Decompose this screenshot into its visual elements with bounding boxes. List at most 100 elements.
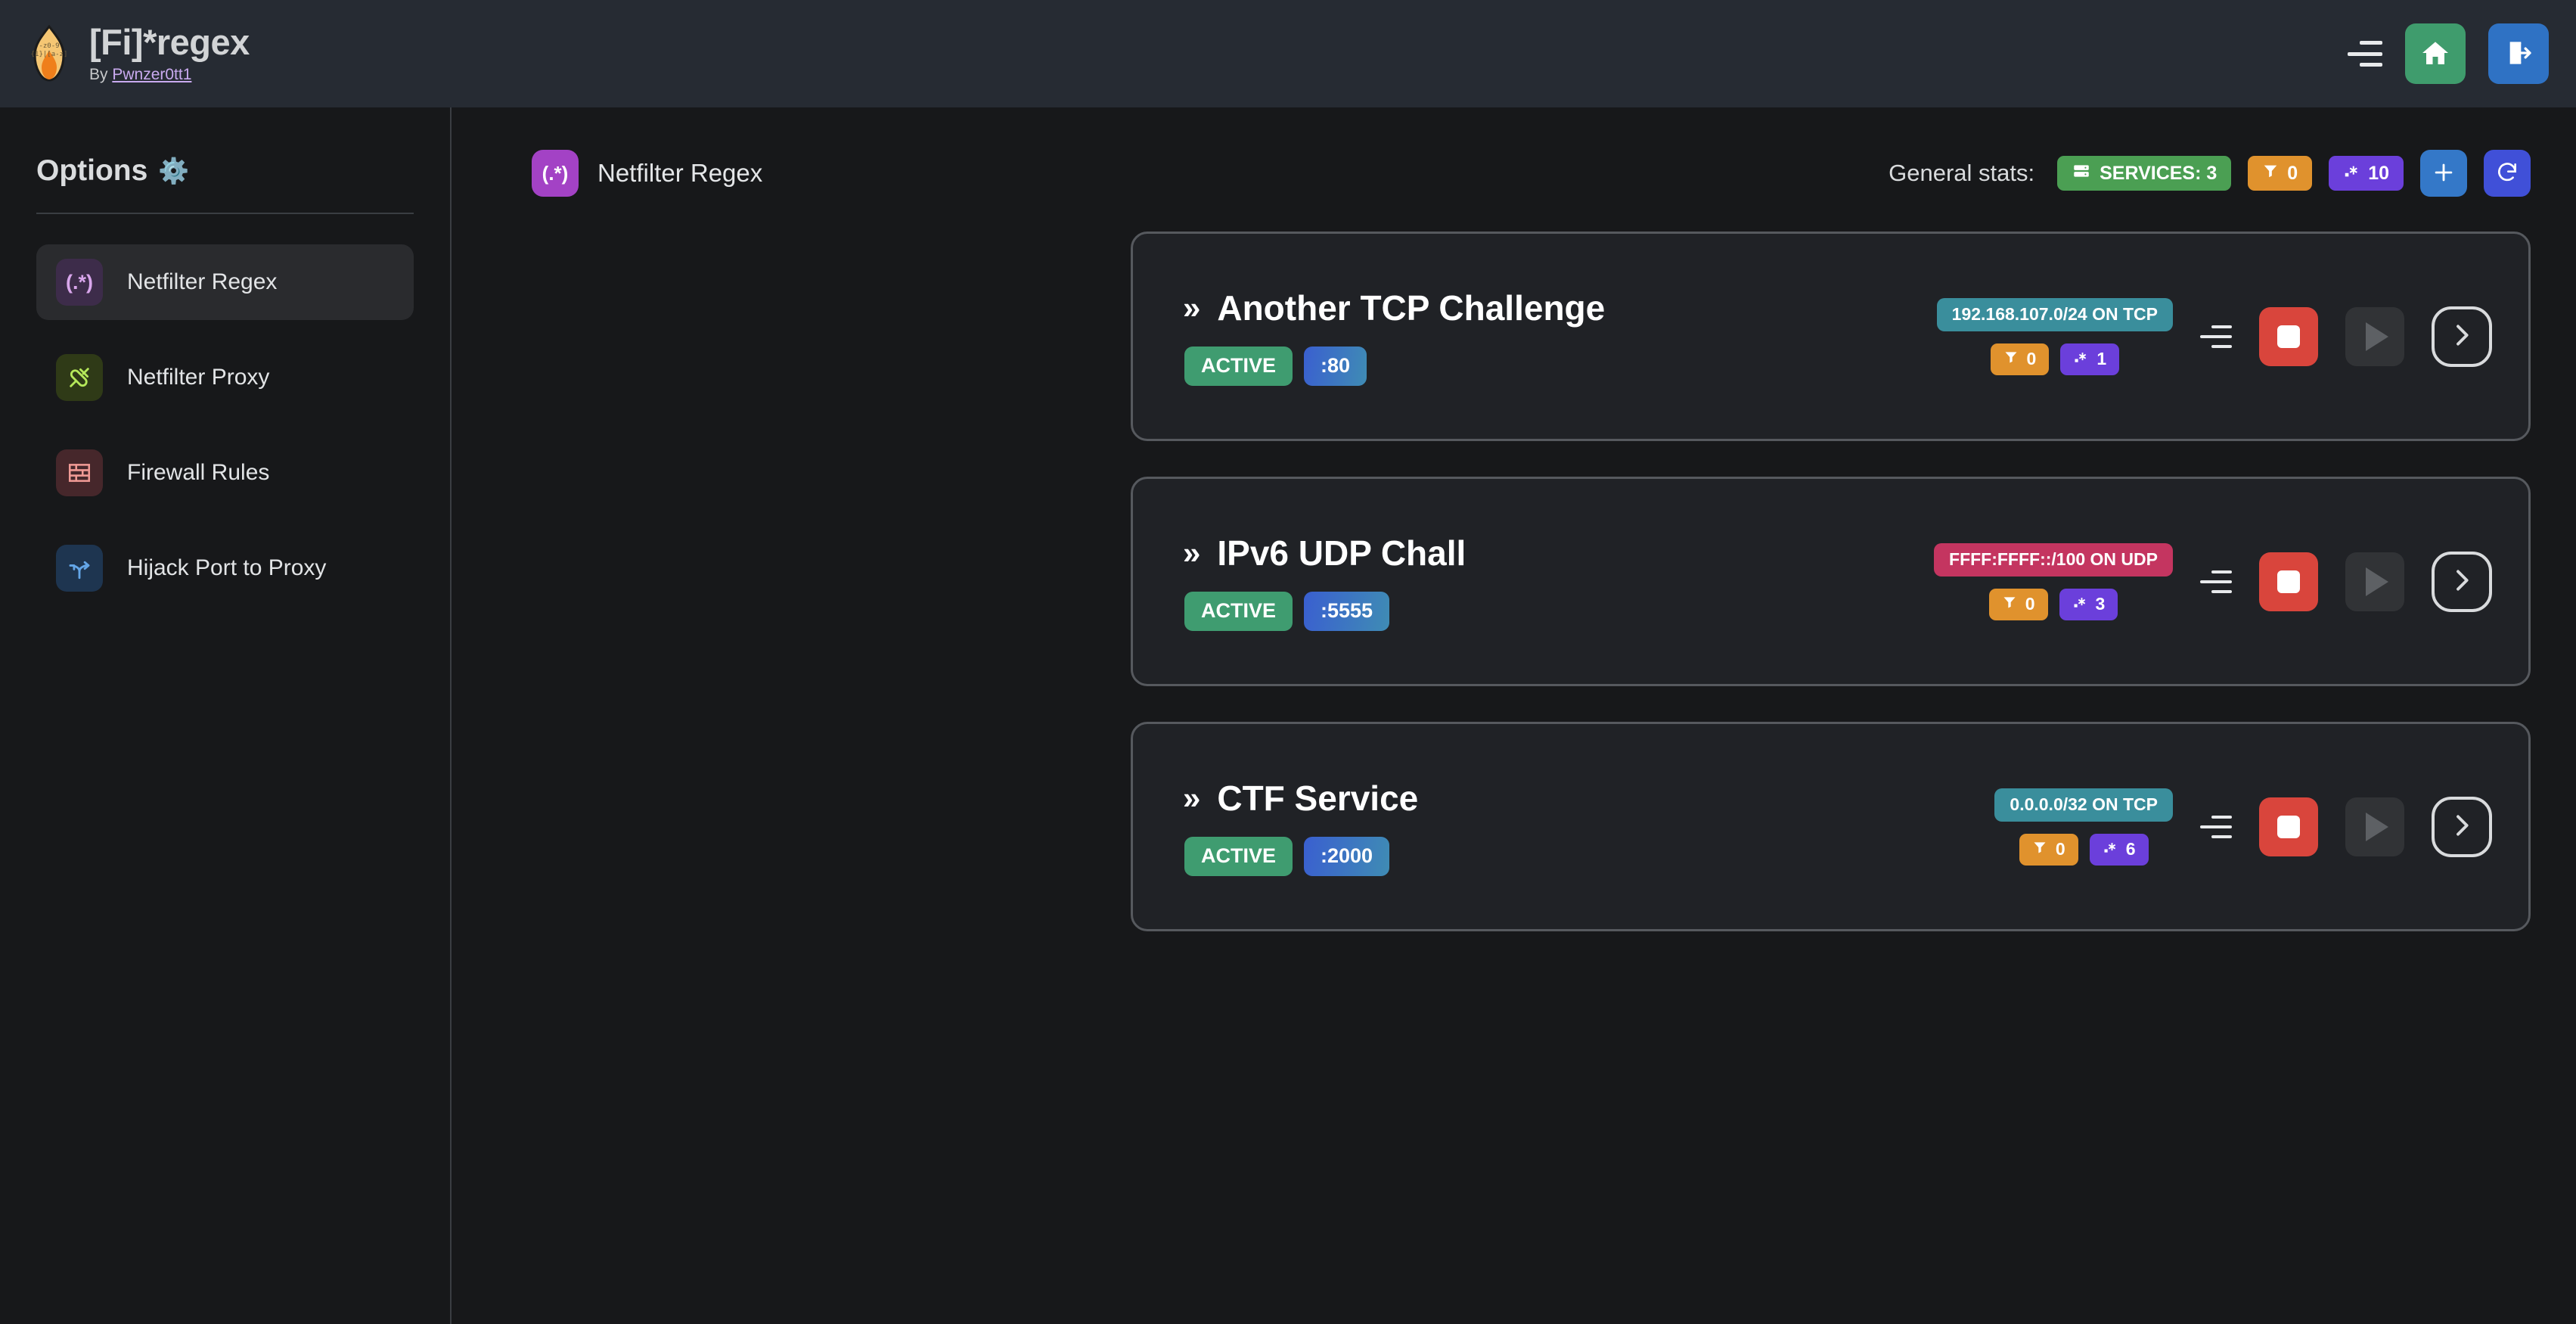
service-info: » CTF Service ACTIVE :2000 xyxy=(1183,778,1418,876)
play-button[interactable] xyxy=(2345,306,2404,366)
service-title: » Another TCP Challenge xyxy=(1183,287,1605,328)
service-badges: ACTIVE :2000 xyxy=(1183,836,1418,876)
service-card[interactable]: » IPv6 UDP Chall ACTIVE :5555 FFFF:FFFF:… xyxy=(1131,477,2531,686)
regex-dot-star-icon xyxy=(2072,594,2087,614)
double-chevron-icon: » xyxy=(1183,534,1201,570)
open-service-button[interactable] xyxy=(2432,306,2492,367)
regex-count-label: 10 xyxy=(2368,162,2389,184)
service-network-stats: 0.0.0.0/32 ON TCP 0 xyxy=(1994,788,2173,866)
general-stats: General stats: SERVICES: 3 xyxy=(1889,150,2531,197)
chevron-right-icon xyxy=(2447,565,2477,598)
refresh-button[interactable] xyxy=(2484,150,2531,197)
service-info: » IPv6 UDP Chall ACTIVE :5555 xyxy=(1183,533,1466,631)
network-substats: 0 1 xyxy=(1990,343,2120,375)
gear-icon: ⚙️ xyxy=(158,156,190,185)
sidebar-item-firewall-rules[interactable]: Firewall Rules xyxy=(36,435,414,511)
stop-button[interactable] xyxy=(2259,797,2318,856)
regex-icon: (.*) xyxy=(56,259,103,306)
service-card[interactable]: » CTF Service ACTIVE :2000 0.0.0.0/32 ON… xyxy=(1131,722,2531,931)
route-fork-icon xyxy=(56,545,103,592)
play-button[interactable] xyxy=(2345,797,2404,856)
sidebar-title-label: Options xyxy=(36,154,148,187)
status-badge-filters: 0 xyxy=(1988,588,2048,620)
regex-icon: (.*) xyxy=(532,150,579,197)
status-badge-regexes: 1 xyxy=(2060,343,2120,375)
double-chevron-icon: » xyxy=(1183,289,1201,325)
status-badge-regexes: 6 xyxy=(2089,833,2149,866)
home-icon xyxy=(2420,38,2450,70)
regex-dot-star-icon xyxy=(2103,839,2118,859)
port-badge: :5555 xyxy=(1304,591,1390,631)
hamburger-menu-icon[interactable] xyxy=(2200,815,2232,838)
services-count-label: SERVICES: 3 xyxy=(2100,162,2218,184)
logout-button[interactable] xyxy=(2488,23,2549,84)
svg-text:{1}|[a-z]: {1}|[a-z] xyxy=(31,51,68,58)
sidebar: Options ⚙️ (.*) Netfilter Regex Netfilte… xyxy=(0,107,452,1324)
status-badge-filters: 0 xyxy=(2019,833,2078,866)
app-header: -z0-9 {1}|[a-z] [Fi]*regex By Pwnzer0tt1 xyxy=(0,0,2576,107)
app-author-line: By Pwnzer0tt1 xyxy=(89,66,250,84)
hamburger-menu-icon[interactable] xyxy=(2348,41,2382,67)
sidebar-title: Options ⚙️ xyxy=(36,154,414,188)
sidebar-item-netfilter-regex[interactable]: (.*) Netfilter Regex xyxy=(36,244,414,320)
status-badge: ACTIVE xyxy=(1184,346,1293,386)
filter-icon xyxy=(2262,163,2279,185)
main-header: (.*) Netfilter Regex General stats: SERV… xyxy=(532,150,2531,197)
open-service-button[interactable] xyxy=(2432,796,2492,857)
sidebar-item-netfilter-proxy[interactable]: Netfilter Proxy xyxy=(36,340,414,415)
filter-count-label: 0 xyxy=(2287,162,2298,184)
main-content: (.*) Netfilter Regex General stats: SERV… xyxy=(452,107,2576,1324)
play-icon xyxy=(2366,322,2388,351)
page-title: Netfilter Regex xyxy=(597,159,763,187)
sidebar-divider xyxy=(36,213,414,214)
sidebar-item-hijack-port-to-proxy[interactable]: Hijack Port to Proxy xyxy=(36,530,414,606)
add-service-button[interactable] xyxy=(2420,150,2467,197)
plus-icon xyxy=(2431,160,2457,188)
network-badge: FFFF:FFFF::/100 ON UDP xyxy=(1934,542,2173,577)
port-badge: :2000 xyxy=(1304,836,1390,876)
service-controls: 192.168.107.0/24 ON TCP 0 xyxy=(1936,297,2492,375)
service-card[interactable]: » Another TCP Challenge ACTIVE :80 192.1… xyxy=(1131,232,2531,441)
status-badge-filters: 0 xyxy=(2248,156,2313,191)
filter-count-label: 0 xyxy=(2055,839,2065,859)
service-controls: FFFF:FFFF::/100 ON UDP 0 xyxy=(1934,542,2492,620)
sidebar-item-label: Netfilter Proxy xyxy=(127,365,270,390)
stop-button[interactable] xyxy=(2259,552,2318,611)
sidebar-item-label: Hijack Port to Proxy xyxy=(127,555,327,580)
filter-icon xyxy=(2002,594,2017,614)
header-actions xyxy=(2348,23,2549,84)
service-name: CTF Service xyxy=(1217,778,1419,818)
stop-icon xyxy=(2277,570,2300,593)
status-badge-services: SERVICES: 3 xyxy=(2057,156,2232,191)
open-service-button[interactable] xyxy=(2432,551,2492,612)
service-network-stats: FFFF:FFFF::/100 ON UDP 0 xyxy=(1934,542,2173,620)
network-substats: 0 3 xyxy=(1988,588,2118,620)
author-link[interactable]: Pwnzer0tt1 xyxy=(112,66,192,84)
home-button[interactable] xyxy=(2405,23,2466,84)
regex-dot-star-icon xyxy=(2343,163,2360,185)
by-prefix: By xyxy=(89,66,113,84)
service-badges: ACTIVE :80 xyxy=(1183,346,1605,386)
filter-icon xyxy=(2032,839,2047,859)
service-network-stats: 192.168.107.0/24 ON TCP 0 xyxy=(1936,297,2173,375)
service-list: » Another TCP Challenge ACTIVE :80 192.1… xyxy=(1131,232,2531,931)
status-badge-regexes: 3 xyxy=(2059,588,2118,620)
brand: -z0-9 {1}|[a-z] [Fi]*regex By Pwnzer0tt1 xyxy=(26,23,250,84)
status-badge: ACTIVE xyxy=(1184,836,1293,876)
network-badge: 192.168.107.0/24 ON TCP xyxy=(1936,297,2173,331)
stop-icon xyxy=(2277,325,2300,348)
play-button[interactable] xyxy=(2345,552,2404,611)
hamburger-menu-icon[interactable] xyxy=(2200,325,2232,348)
app-title: [Fi]*regex xyxy=(89,21,250,62)
network-badge: 0.0.0.0/32 ON TCP xyxy=(1994,788,2173,822)
refresh-icon xyxy=(2495,160,2519,187)
flame-icon: -z0-9 {1}|[a-z] xyxy=(26,24,73,82)
stop-button[interactable] xyxy=(2259,306,2318,366)
service-info: » Another TCP Challenge ACTIVE :80 xyxy=(1183,287,1605,386)
double-chevron-icon: » xyxy=(1183,779,1201,816)
play-icon xyxy=(2366,567,2388,596)
plug-icon xyxy=(56,354,103,401)
hamburger-menu-icon[interactable] xyxy=(2200,570,2232,593)
general-stats-label: General stats: xyxy=(1889,160,2035,186)
sidebar-item-label: Firewall Rules xyxy=(127,460,270,485)
